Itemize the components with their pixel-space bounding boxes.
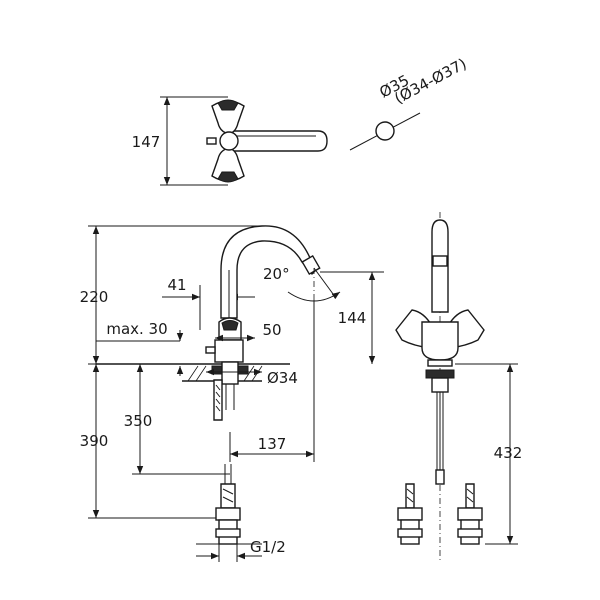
handle-50-label: 50 — [262, 321, 281, 339]
spout-144-label: 144 — [338, 309, 367, 327]
body-front — [421, 321, 459, 361]
max-30-label: max. 30 — [106, 320, 167, 338]
hose-side-upper — [213, 379, 223, 421]
front-view: 432 — [395, 212, 523, 560]
height-220-label: 220 — [80, 288, 109, 306]
body-side — [214, 339, 244, 363]
connector-nut-side — [215, 507, 241, 521]
total-390-label: 390 — [80, 432, 109, 450]
top-height-label: 147 — [132, 133, 161, 151]
hose-side-lower — [220, 483, 236, 509]
reach-137-label: 137 — [258, 435, 287, 453]
angle-20-label: 20° — [263, 265, 290, 283]
body-top — [219, 131, 239, 151]
offset-41-label: 41 — [167, 276, 186, 294]
depth-350-label: 350 — [124, 412, 153, 430]
top-view: 147 — [132, 96, 328, 186]
hole-circle — [375, 121, 395, 141]
spout-arm-top — [229, 130, 328, 152]
hole-34-label: Ø34 — [267, 369, 298, 387]
side-view: 220 41 max. 30 20° 144 50 — [80, 225, 384, 562]
hose-432-label: 432 — [494, 444, 523, 462]
thread-g12-label: G1/2 — [250, 538, 286, 556]
hole-symbol: Ø35 (Ø34-Ø37) — [349, 55, 470, 151]
right-hose-front — [465, 483, 475, 509]
left-hose-front — [405, 483, 415, 509]
